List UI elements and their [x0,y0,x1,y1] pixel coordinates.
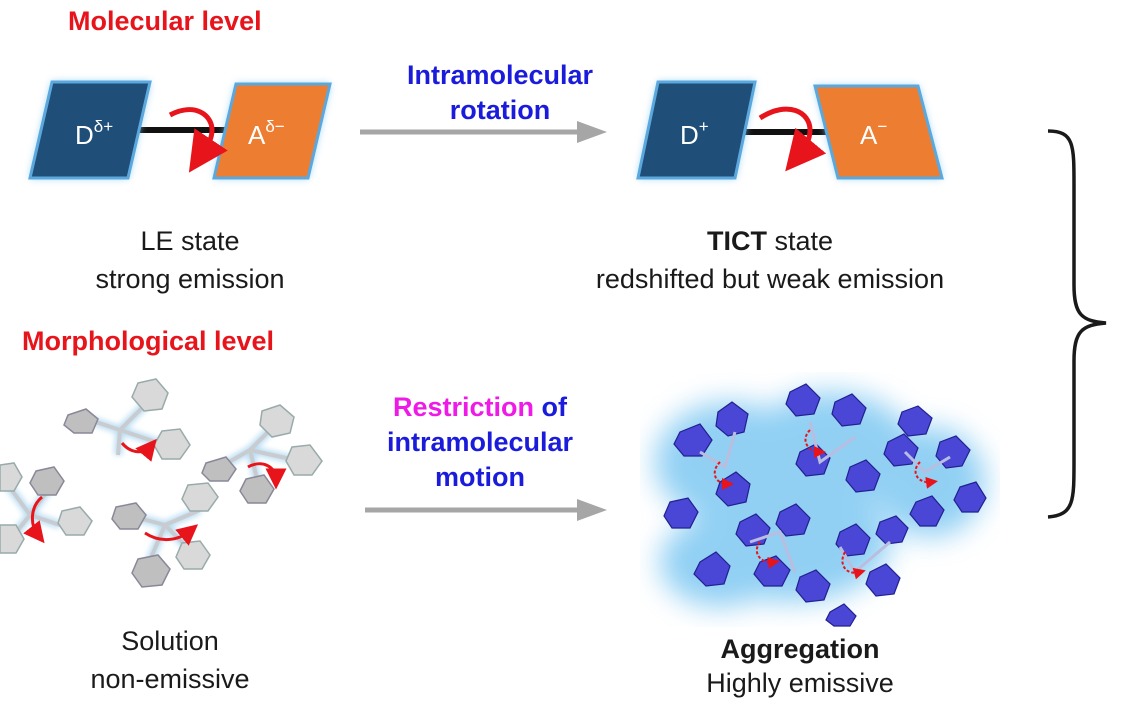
donor-label: Dδ+ [75,117,113,150]
acceptor-anion-parallelogram [813,84,944,180]
donor-parallelogram [28,80,152,180]
intramolecular-rotation-label: Intramolecular rotation [406,60,594,125]
aggregation-caption: Aggregation Highly emissive [706,634,894,698]
aggregate-restricted-rotation-arrows [713,429,938,580]
morphological-level-heading: Morphological level [22,326,275,356]
le-state-molecule: Dδ+ Aδ− [28,80,332,180]
donor-cation-label: D+ [680,117,709,150]
morphological-process-arrow [365,499,607,521]
rotation-arrow-icon [758,106,827,172]
le-state-caption: LE state strong emission [95,226,285,294]
tict-state-molecule: D+ A− [636,80,944,180]
rotation-arrow-icon [168,107,228,173]
molecular-level-heading: Molecular level [68,6,262,36]
tpe-molecule-4 [111,482,219,588]
tpe-molecule-2 [201,404,323,504]
curly-brace-icon [1047,129,1107,519]
acceptor-label: Aδ− [248,117,285,150]
tpe-molecule-1 [63,378,191,462]
tict-state-caption: TICT state redshifted but weak emission [595,226,945,294]
restriction-of-intramolecular-motion-label: Restriction of intramolecular motion [386,392,574,492]
tpe-molecule-3 [0,462,93,554]
acceptor-anion-label: A− [860,117,887,150]
molecular-process-arrow [360,121,607,143]
solution-caption: Solution non-emissive [90,626,250,694]
solution-molecules [0,378,323,588]
donor-cation-parallelogram [636,80,757,180]
aggregate-cluster [655,383,987,627]
